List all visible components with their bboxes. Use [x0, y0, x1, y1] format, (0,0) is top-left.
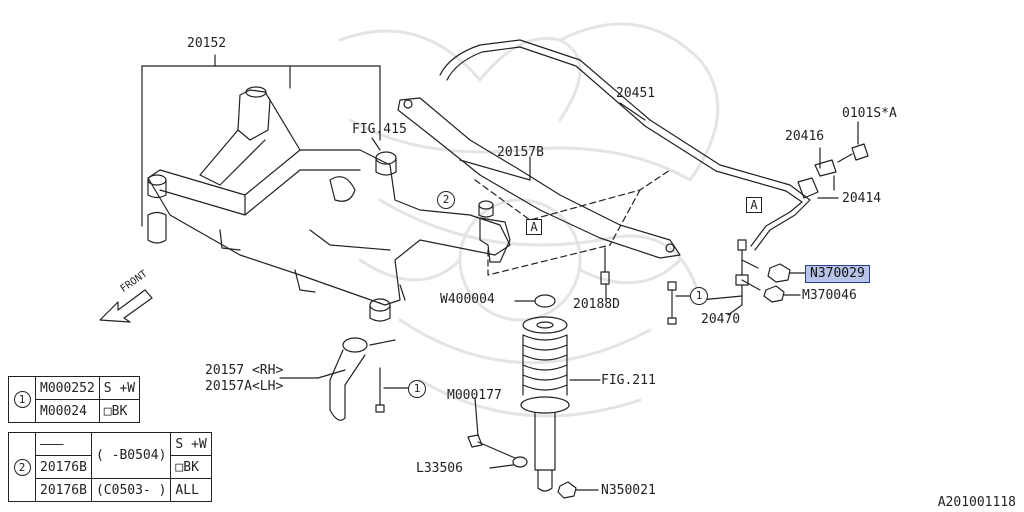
legend-2-part[interactable]: 20176B — [35, 478, 92, 502]
ref-box-a-right: A — [746, 197, 762, 213]
part-label-w400004[interactable]: W400004 — [440, 292, 495, 307]
ref-box-a-left: A — [526, 219, 542, 235]
ref-label-fig415[interactable]: FIG.415 — [352, 122, 407, 137]
part-label-20152[interactable]: 20152 — [187, 36, 227, 51]
part-label-20188d[interactable]: 20188D — [573, 297, 620, 312]
legend-2-part: ——— — [35, 432, 92, 456]
front-arrow — [99, 289, 153, 323]
ref-circle-1-right: 1 — [690, 287, 708, 305]
part-label-20157a[interactable]: 20157A<LH> — [205, 379, 284, 394]
legend-1-spec: □BK — [98, 399, 141, 423]
ref-circle-1-left: 1 — [408, 380, 426, 398]
leader-lines — [371, 137, 743, 301]
stabilizer-link-20470 — [727, 239, 761, 316]
legend-table-2: 2 ——— ( -B0504) S +W 20176B □BK 20176B (… — [8, 432, 212, 502]
legend-2-marker: 2 — [8, 432, 36, 502]
legend-1-spec: S +W — [98, 376, 141, 400]
legend-2-spec: S +W — [170, 432, 212, 456]
trailing-link-20157b — [397, 97, 681, 259]
bolt-0101s — [837, 121, 869, 163]
subframe-crossmember — [147, 86, 511, 322]
part-label-20416[interactable]: 20416 — [785, 129, 825, 144]
bolt-long-right — [667, 281, 677, 325]
diagram-code: A201001118 — [937, 495, 1016, 510]
nut-m370046 — [763, 285, 801, 303]
legend-2-range: (C0503- ) — [90, 478, 172, 502]
bolt-lower-arm — [375, 367, 409, 413]
part-label-20414[interactable]: 20414 — [842, 191, 882, 206]
legend-1-marker: 1 — [8, 376, 36, 423]
legend-2-part[interactable]: 20176B — [35, 455, 92, 479]
shock-absorber-spring — [520, 316, 601, 492]
lower-arm-20157 — [279, 337, 396, 421]
nut-n350021 — [557, 481, 599, 499]
legend-2-spec: ALL — [170, 478, 212, 502]
part-label-20157[interactable]: 20157 <RH> — [205, 363, 284, 378]
part-label-20451[interactable]: 20451 — [616, 86, 656, 101]
part-label-n370029-highlighted[interactable]: N370029 — [805, 265, 870, 283]
part-label-l33506[interactable]: L33506 — [416, 461, 463, 476]
legend-2-spec: □BK — [170, 455, 212, 479]
ref-label-fig211[interactable]: FIG.211 — [601, 373, 656, 388]
ref-circle-2: 2 — [437, 191, 455, 209]
legend-table-1: 1 M000252 S +W M00024 □BK — [8, 376, 141, 423]
nut-n370029 — [767, 263, 807, 283]
lateral-link — [474, 169, 671, 276]
part-label-m370046[interactable]: M370046 — [802, 288, 857, 303]
part-label-0101s[interactable]: 0101S*A — [842, 106, 897, 121]
legend-1-part[interactable]: M00024 — [35, 399, 100, 423]
plug-w400004 — [514, 294, 556, 308]
legend-1-part[interactable]: M000252 — [35, 376, 100, 400]
leader-20152 — [141, 54, 381, 227]
part-label-m000177[interactable]: M000177 — [447, 388, 502, 403]
stabilizer-bushing-bracket — [797, 147, 839, 199]
legend-2-range: ( -B0504) — [90, 432, 172, 479]
bolt-20188d — [600, 247, 610, 301]
part-label-n350021[interactable]: N350021 — [601, 483, 656, 498]
washer-l33506 — [489, 456, 528, 469]
part-label-20157b[interactable]: 20157B — [497, 145, 544, 160]
bolt-m000177 — [467, 397, 516, 459]
part-label-20470[interactable]: 20470 — [701, 312, 741, 327]
bushing-fig415 — [375, 151, 397, 176]
